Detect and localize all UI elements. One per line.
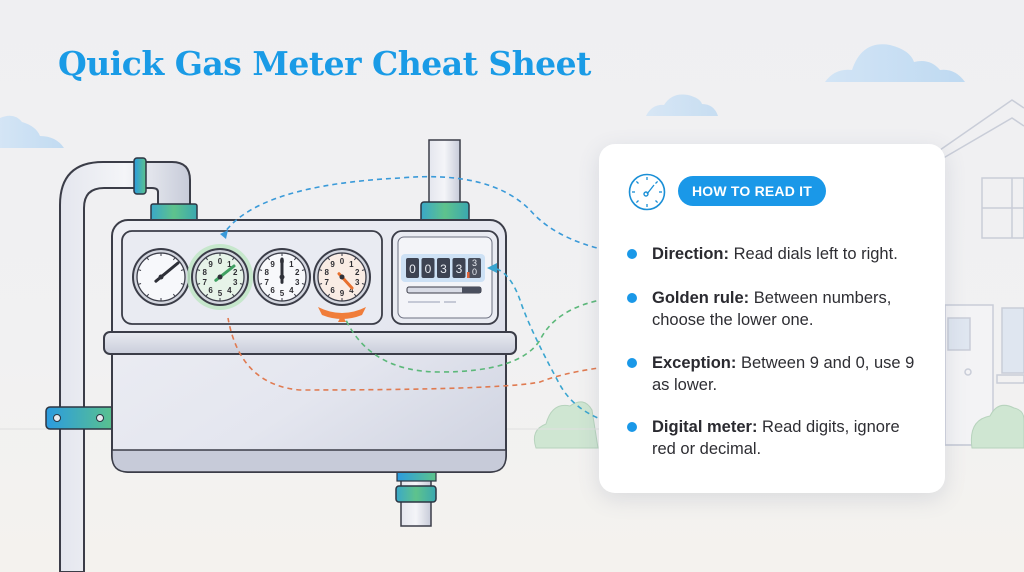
svg-text:9: 9	[270, 260, 275, 269]
page-title: Quick Gas Meter Cheat Sheet	[58, 44, 591, 83]
svg-text:7: 7	[203, 278, 208, 287]
bullet-dot	[627, 358, 637, 368]
tip-label: Digital meter:	[652, 418, 758, 436]
pipe-bracket	[45, 406, 117, 430]
svg-text:0: 0	[218, 257, 223, 266]
svg-text:1: 1	[349, 260, 354, 269]
tip-digital-meter: Digital meter: Read digits, ignore red o…	[627, 416, 927, 460]
digit-wheel	[406, 258, 419, 278]
svg-text:2: 2	[295, 268, 300, 277]
svg-text:3: 3	[355, 278, 360, 287]
tip-text: Between 9 and 0, use 9 as lower.	[652, 354, 915, 394]
how-to-read-badge: HOW TO READ IT	[678, 176, 826, 206]
svg-text:0: 0	[425, 262, 432, 276]
svg-text:0: 0	[472, 267, 477, 277]
svg-text:4: 4	[227, 286, 232, 295]
svg-text:2: 2	[233, 268, 238, 277]
bullet-dot	[627, 422, 637, 432]
cloud-icon	[646, 94, 718, 116]
svg-text:2: 2	[355, 268, 360, 277]
pipe-coupling	[133, 157, 147, 195]
svg-text:8: 8	[265, 268, 270, 277]
cloud-icon	[825, 44, 965, 82]
svg-text:6: 6	[270, 286, 275, 295]
svg-text:9: 9	[208, 260, 213, 269]
tip-label: Golden rule:	[652, 289, 750, 307]
tip-label: Exception:	[652, 354, 737, 372]
svg-text:6: 6	[330, 286, 335, 295]
tip-label: Direction:	[652, 245, 730, 263]
svg-text:0: 0	[409, 262, 416, 276]
svg-text:6: 6	[208, 286, 213, 295]
digit-wheel	[452, 258, 466, 278]
bullet-dot	[627, 249, 637, 259]
tip-text: Between numbers, choose the lower one.	[652, 289, 892, 329]
connector-lines	[220, 175, 633, 428]
dial-1	[132, 248, 190, 306]
svg-text:7: 7	[325, 278, 330, 287]
svg-text:0: 0	[340, 257, 345, 266]
cloud-icon	[0, 115, 64, 148]
svg-text:3: 3	[456, 262, 463, 276]
svg-text:8: 8	[325, 268, 330, 277]
tip-exception: Exception: Between 9 and 0, use 9 as low…	[627, 352, 927, 396]
svg-text:8: 8	[203, 268, 208, 277]
digit-wheel	[437, 258, 450, 278]
tip-direction: Direction: Read dials left to right.	[627, 243, 927, 265]
svg-text:3: 3	[472, 258, 477, 268]
tip-golden-rule: Golden rule: Between numbers, choose the…	[627, 287, 927, 331]
gauge-icon	[628, 173, 666, 211]
bullet-dot	[627, 293, 637, 303]
svg-text:3: 3	[295, 278, 300, 287]
digit-wheel	[421, 258, 435, 278]
bush-icon	[533, 401, 1024, 449]
svg-text:1: 1	[289, 260, 294, 269]
svg-text:9: 9	[340, 289, 345, 298]
svg-text:1: 1	[227, 260, 232, 269]
svg-text:4: 4	[349, 286, 354, 295]
tip-text: Read digits, ignore red or decimal.	[652, 418, 900, 458]
svg-text:5: 5	[218, 289, 223, 298]
tip-text: Read dials left to right.	[733, 245, 898, 263]
house-outline	[939, 99, 1024, 446]
svg-text:9: 9	[330, 260, 335, 269]
svg-text:7: 7	[265, 278, 270, 287]
svg-text:4: 4	[289, 286, 294, 295]
svg-text:3: 3	[233, 278, 238, 287]
svg-text:3: 3	[440, 262, 447, 276]
how-to-read-card: HOW TO READ IT Direction: Read dials lef…	[599, 144, 945, 493]
svg-text:5: 5	[280, 289, 285, 298]
digit-wheel-rolling	[468, 258, 481, 278]
outlet-pipe	[428, 139, 461, 207]
